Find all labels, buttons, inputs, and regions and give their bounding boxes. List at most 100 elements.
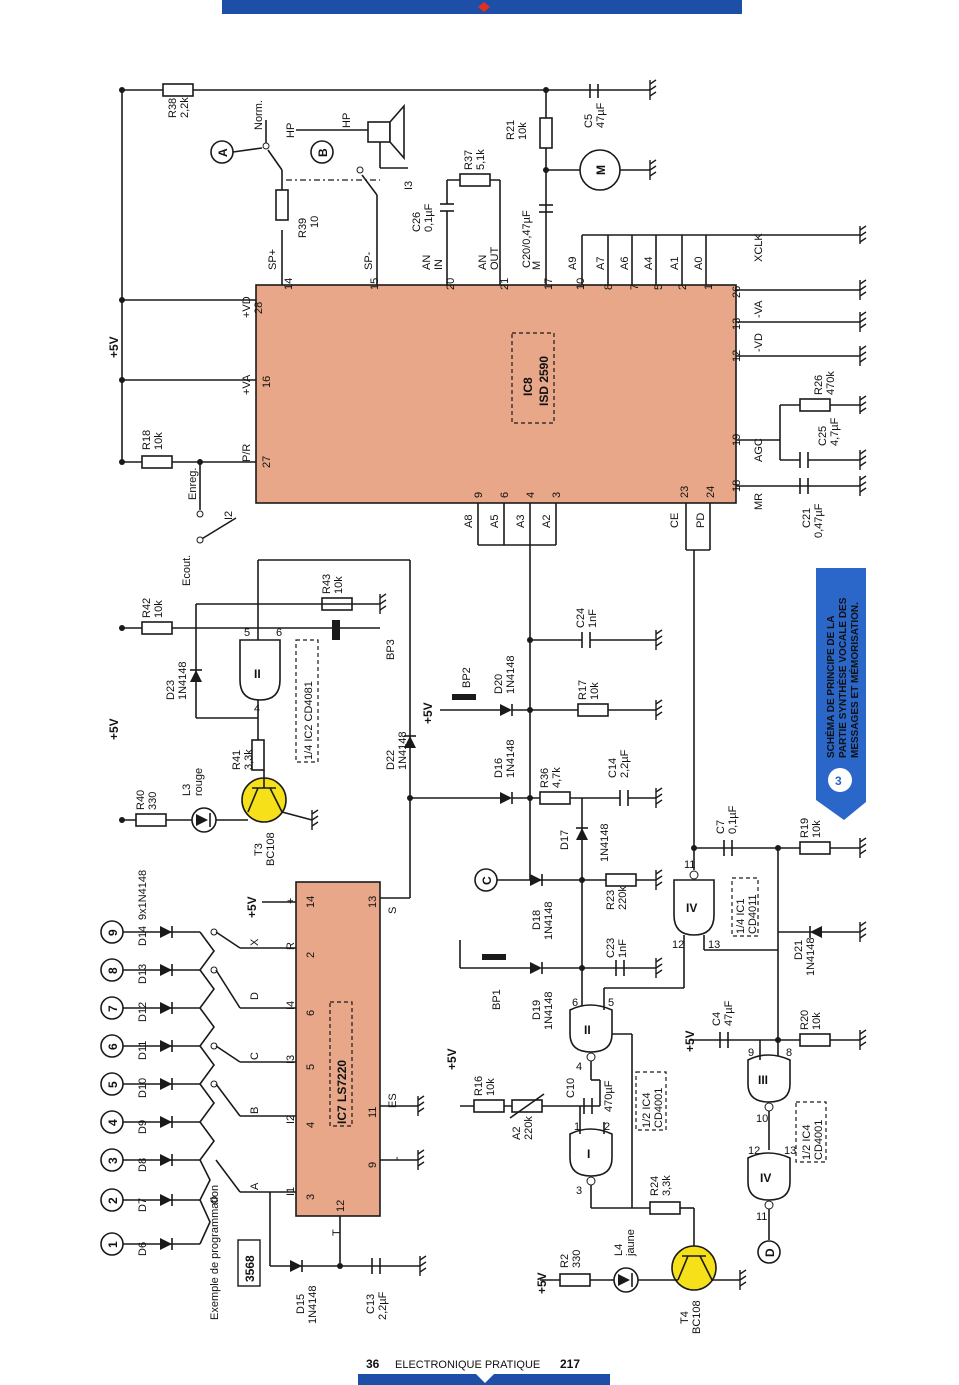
svg-text:I2: I2 bbox=[285, 1115, 297, 1124]
svg-text:C13: C13 bbox=[365, 1294, 377, 1314]
svg-text:CD4001: CD4001 bbox=[653, 1088, 665, 1128]
caption-line1: SCHÉMA DE PRINCIPE DE LA bbox=[824, 616, 837, 758]
svg-text:CE: CE bbox=[669, 513, 681, 528]
svg-text:IN: IN bbox=[433, 259, 445, 270]
ic8-body bbox=[255, 284, 737, 504]
svg-text:IV: IV bbox=[686, 901, 697, 915]
svg-text:1N4148: 1N4148 bbox=[805, 937, 817, 976]
svg-text:47µF: 47µF bbox=[595, 102, 607, 128]
svg-text:4,7k: 4,7k bbox=[551, 767, 563, 788]
svg-text:5: 5 bbox=[305, 1064, 317, 1070]
svg-text:9: 9 bbox=[473, 492, 485, 498]
svg-text:A2: A2 bbox=[541, 515, 553, 528]
svg-text:6: 6 bbox=[305, 1010, 317, 1016]
svg-text:C21: C21 bbox=[801, 508, 813, 528]
svg-text:5: 5 bbox=[106, 1081, 120, 1088]
svg-text:23: 23 bbox=[679, 486, 691, 498]
svg-text:10k: 10k bbox=[153, 432, 165, 450]
svg-text:1nF: 1nF bbox=[617, 939, 629, 958]
svg-text:D23: D23 bbox=[165, 680, 177, 700]
svg-text:5: 5 bbox=[653, 284, 665, 290]
svg-text:BP2: BP2 bbox=[461, 667, 473, 688]
svg-text:HP: HP bbox=[341, 113, 353, 128]
svg-text:R20: R20 bbox=[799, 1010, 811, 1030]
example-label: Exemple de programmation bbox=[209, 1185, 221, 1320]
svg-text:1: 1 bbox=[574, 1121, 580, 1133]
svg-text:470µF: 470µF bbox=[603, 1080, 615, 1112]
svg-text:21: 21 bbox=[499, 278, 511, 290]
ic7-name: IC7 LS7220 bbox=[335, 1060, 349, 1124]
svg-text:D11: D11 bbox=[137, 1041, 149, 1060]
transistor-t4 bbox=[671, 1245, 717, 1291]
nor-gate-ic4-ii bbox=[569, 1004, 613, 1053]
svg-text:BC108: BC108 bbox=[265, 832, 277, 866]
svg-text:I3: I3 bbox=[403, 181, 415, 190]
svg-text:R18: R18 bbox=[141, 430, 153, 450]
svg-text:10k: 10k bbox=[333, 576, 345, 594]
r38-label: R38 bbox=[167, 98, 179, 118]
svg-text:D: D bbox=[763, 1248, 777, 1257]
connector-b bbox=[310, 140, 334, 164]
caption-line2: PARTIE SYNTHÈSE VOCALE DES bbox=[836, 597, 849, 758]
svg-text:2: 2 bbox=[677, 284, 689, 290]
svg-text:R36: R36 bbox=[539, 768, 551, 788]
svg-text:+: + bbox=[285, 898, 297, 904]
svg-text:13: 13 bbox=[708, 939, 720, 951]
keypad: 1 2 3 4 5 6 7 8 9 D6 D7 D8 D9 D10 D11 D1… bbox=[100, 870, 296, 1256]
resistor-r39 bbox=[275, 189, 289, 221]
svg-text:10k: 10k bbox=[811, 1012, 823, 1030]
example-code: 3568 bbox=[243, 1255, 257, 1282]
supply-label-top: +5V bbox=[107, 336, 121, 358]
svg-text:7: 7 bbox=[629, 284, 641, 290]
nor-gate-ic4-i bbox=[569, 1128, 613, 1177]
ic8-name: IC8 bbox=[521, 377, 535, 396]
svg-text:S: S bbox=[387, 907, 399, 914]
svg-text:ES: ES bbox=[387, 1093, 399, 1108]
switch-label-b: B bbox=[249, 1107, 261, 1114]
svg-text:4: 4 bbox=[254, 703, 260, 715]
svg-text:C26: C26 bbox=[411, 212, 423, 232]
svg-text:10k: 10k bbox=[589, 682, 601, 700]
svg-text:+5V: +5V bbox=[445, 1048, 459, 1070]
svg-text:1N4148: 1N4148 bbox=[505, 739, 517, 778]
svg-text:HP: HP bbox=[285, 123, 297, 138]
footer-page-right: 217 bbox=[560, 1357, 580, 1371]
svg-text:19: 19 bbox=[731, 434, 743, 446]
svg-text:BP3: BP3 bbox=[385, 639, 397, 660]
svg-text:A6: A6 bbox=[619, 257, 631, 270]
svg-text:8: 8 bbox=[603, 284, 615, 290]
svg-text:10: 10 bbox=[575, 278, 587, 290]
svg-text:P/R: P/R bbox=[241, 444, 253, 462]
resistor-r16 bbox=[473, 1099, 505, 1113]
svg-text:L4: L4 bbox=[613, 1244, 625, 1256]
svg-text:0,1µF: 0,1µF bbox=[727, 805, 739, 834]
svg-text:11: 11 bbox=[367, 1107, 379, 1118]
svg-text:R23: R23 bbox=[605, 890, 617, 910]
svg-text:1N4148: 1N4148 bbox=[307, 1285, 319, 1324]
svg-text:R: R bbox=[285, 942, 297, 950]
svg-text:10k: 10k bbox=[811, 820, 823, 838]
caption-number: 3 bbox=[835, 774, 842, 788]
svg-text:M: M bbox=[594, 165, 608, 175]
svg-text:2: 2 bbox=[106, 1197, 120, 1204]
svg-text:I3: I3 bbox=[285, 1055, 297, 1064]
svg-text:PD: PD bbox=[695, 513, 707, 528]
svg-text:5,1k: 5,1k bbox=[475, 149, 487, 170]
svg-text:15: 15 bbox=[369, 278, 381, 290]
svg-text:C23: C23 bbox=[605, 938, 617, 958]
svg-text:D16: D16 bbox=[493, 758, 505, 778]
resistor-r23 bbox=[605, 873, 637, 887]
svg-text:Ecout.: Ecout. bbox=[181, 555, 193, 586]
svg-text:A: A bbox=[216, 148, 230, 157]
svg-text:3: 3 bbox=[551, 492, 563, 498]
svg-text:R17: R17 bbox=[577, 680, 589, 700]
svg-text:1N4148: 1N4148 bbox=[543, 901, 555, 940]
svg-text:SP+: SP+ bbox=[267, 249, 279, 270]
resistor-r21 bbox=[539, 117, 553, 149]
svg-text:I2: I2 bbox=[223, 511, 235, 520]
svg-text:CD4001: CD4001 bbox=[813, 1120, 825, 1160]
svg-text:4,7µF: 4,7µF bbox=[829, 417, 841, 446]
switch-label-c: C bbox=[249, 1052, 261, 1060]
